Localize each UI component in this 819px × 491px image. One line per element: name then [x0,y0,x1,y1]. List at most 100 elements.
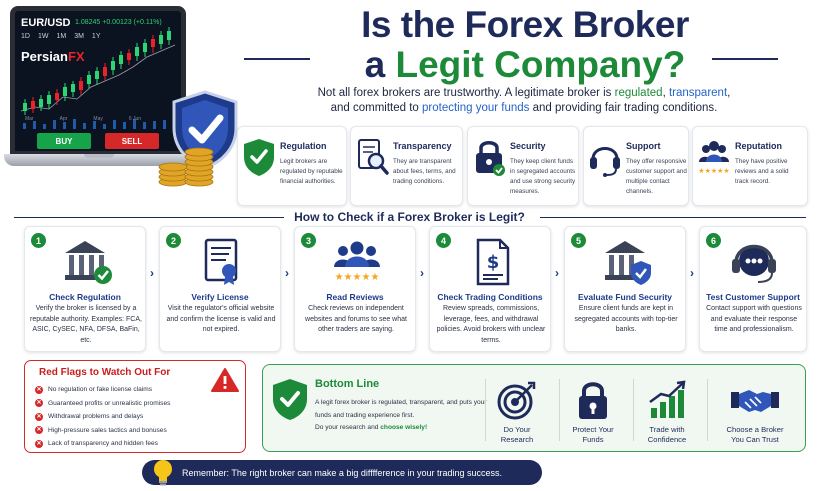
dollar-document-icon: $ [476,238,510,286]
handshake-icon [731,390,779,412]
section-rule-left [14,217,284,218]
support-headset-icon [732,244,776,283]
bottom-item-label: Trade with [649,425,685,434]
timeframe-tab: 3M [74,33,84,40]
quality-desc: They have positive reviews and a solid t… [735,158,789,185]
chart-x-axis: Mar Apr May 6 Jun [25,116,141,122]
shield-check-icon [273,379,307,420]
currency-pair: EUR/USD [21,17,71,29]
divider [633,379,634,441]
step-number: 1 [31,233,46,248]
step-number: 4 [436,233,451,248]
quality-title: Transparency [393,141,452,151]
red-flag-text: High-pressure sales tactics and bonuses [48,426,167,434]
timeframe-tabs: 1D 1W 1M 3M 1Y [21,33,100,40]
step-desc: Review spreads, commissions, leverage, f… [436,305,546,344]
x-circle-icon: ✕ [35,426,43,435]
bottom-item-label: Protect Your [572,425,614,434]
page-title-line1: Is the Forex Broker [361,4,689,45]
sell-button[interactable]: SELL [105,133,159,149]
page-title-line2: a Legit Company? [260,44,790,86]
intro-part: Not all forex brokers are trustworthy. A… [317,87,615,99]
step-title: Verify License [191,292,249,302]
brand-logo-text: Persian [21,49,68,64]
bottom-line-accent: choose wisely! [380,424,428,431]
chevron-right-icon: › [285,266,289,280]
quality-desc: They offer responsive customer support a… [626,158,687,195]
step-desc: Ensure client funds are kept in segregat… [574,305,678,333]
divider [707,379,708,441]
intro-part: , [727,87,731,99]
timeframe-tab: 1W [37,33,49,40]
step-number: 2 [166,233,181,248]
quality-desc: They keep client funds in segregated acc… [510,158,576,195]
price-quote: 1.08245 +0.00123 (+0.11%) [75,19,162,26]
red-flag-item: ✕Withdrawal problems and delays [35,410,170,424]
month-label: 6 Jun [128,116,142,122]
chevron-right-icon: › [690,266,694,280]
step-desc: Contact support with questions and evalu… [706,305,802,333]
red-flags-title: Red Flags to Watch Out For [39,367,171,378]
divider [485,379,486,441]
month-label: May [93,116,103,122]
section-rule-right [540,217,806,218]
x-circle-icon: ✕ [35,385,43,394]
red-flag-text: Withdrawal problems and delays [48,413,144,421]
step-number: 3 [301,233,316,248]
title-accent: Legit Company? [395,44,686,85]
reviews-icon: ★★★★★ [334,241,380,283]
step-number: 5 [571,233,586,248]
quality-title: Reputation [735,141,782,151]
red-flag-text: Lack of transparency and hidden fees [48,440,158,448]
step-desc: Visit the regulator's official website a… [166,305,276,333]
x-circle-icon: ✕ [35,399,43,408]
buy-button[interactable]: BUY [37,133,91,149]
step-title: Test Customer Support [706,292,800,302]
brand-logo: PersianFX [21,49,85,64]
red-flag-item: ✕ High-pressure sales tactics and bonuses [35,424,170,438]
step-card-2: 2 Verify License Visit the regulator's o… [159,226,281,352]
bottom-item-label: Do Your [503,425,531,434]
step-card-6: 6 Test Customer Support Contact support … [699,226,807,352]
step-card-4: 4 $ Check Trading Conditions Review spre… [429,226,551,352]
red-flag-item: ✕No regulation or fake license claims [35,383,170,397]
chevron-right-icon: › [420,266,424,280]
quality-desc: Legit brokers are regulated by reputable… [280,158,343,185]
quality-card-security: Security They keep client funds in segre… [467,126,579,206]
target-icon [497,381,536,420]
step-title: Evaluate Fund Security [578,292,672,302]
step-card-3: 3 ★★★★★ Read Reviews Check reviews on in… [294,226,416,352]
x-circle-icon: ✕ [35,439,43,448]
step-card-1: 1 Check Regulation Verify the broker is … [24,226,146,352]
red-flag-item: ✕ Lack of transparency and hidden fees [35,437,170,451]
bottom-line-text: A legit forex broker is regulated, trans… [315,399,487,419]
section-title-how-to-check: How to Check if a Forex Broker is Legit? [294,210,525,224]
step-card-5: 5 Evaluate Fund Security Ensure client f… [564,226,686,352]
step-desc: Verify the broker is licensed by a reput… [30,305,142,344]
certificate-icon [204,238,238,285]
quality-card-regulation: Regulation Legit brokers are regulated b… [237,126,347,206]
bottom-item-label: Choose a Broker [726,425,784,434]
divider [559,379,560,441]
brand-logo-accent: FX [67,49,85,64]
month-label: Apr [59,116,68,122]
gold-coins-icon [158,147,214,187]
quality-title: Support [626,141,661,151]
quality-card-transparency: Transparency They are transparent about … [350,126,463,206]
intro-text: Not all forex brokers are trustworthy. A… [244,86,804,116]
timeframe-tab: 1D [21,33,30,40]
red-flag-item: ✕Guaranteed profits or unrealistic promi… [35,397,170,411]
intro-part: and committed to [330,102,423,114]
shield-check-icon [244,139,274,176]
quality-title: Security [510,141,546,151]
bottom-line-desc: A legit forex broker is regulated, trans… [315,397,491,435]
red-flags-panel: Red Flags to Watch Out For ✕No regulatio… [24,360,246,453]
quality-title: Regulation [280,141,327,151]
step-number: 6 [706,233,721,248]
candlestick-chart-icon [20,27,176,129]
quality-card-reputation: ★★★★★ Reputation They have positive revi… [692,126,808,206]
headset-icon [590,147,620,177]
